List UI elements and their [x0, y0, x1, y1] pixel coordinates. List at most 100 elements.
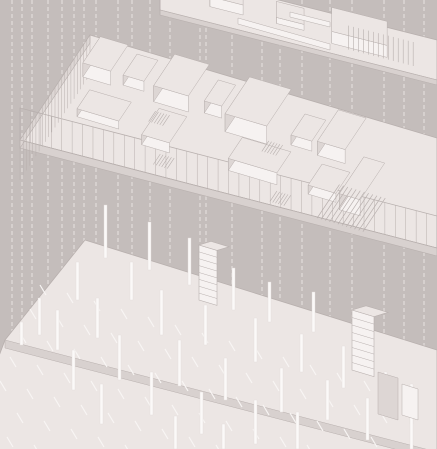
seating-row	[320, 185, 344, 220]
stair-tread	[164, 157, 172, 168]
parking-line	[53, 396, 61, 408]
structural-column	[37, 297, 42, 336]
structural-column	[173, 415, 178, 449]
stair-tread	[272, 191, 280, 203]
parking-line	[171, 404, 179, 416]
core-tower-floorline	[198, 258, 218, 265]
structural-column	[71, 349, 76, 391]
seating-row	[350, 194, 374, 229]
stair-tread	[155, 154, 164, 166]
upper-block-top	[82, 36, 129, 72]
stair-tread	[159, 114, 168, 126]
stair-tread	[153, 112, 162, 124]
parking-line	[39, 284, 47, 296]
structural-column	[231, 267, 236, 311]
parking-line	[235, 396, 243, 408]
core-tower-floorline	[198, 279, 218, 286]
structural-column	[55, 309, 60, 351]
parking-line	[83, 324, 91, 336]
stair-tread	[153, 153, 161, 165]
stair-tread	[264, 141, 272, 153]
stair-tread	[161, 156, 169, 168]
stair-tread	[166, 157, 175, 169]
ramp-element	[401, 383, 419, 421]
parking-line	[282, 356, 290, 368]
parking-line	[66, 292, 74, 304]
stair-tread	[269, 190, 278, 202]
stair-tread	[267, 142, 275, 154]
stair-tread	[283, 195, 292, 206]
parking-line	[107, 412, 115, 424]
parking-line	[188, 436, 196, 448]
parking-line	[80, 404, 88, 416]
stair-tread	[148, 110, 156, 122]
parking-line	[316, 420, 324, 432]
parking-line	[370, 436, 378, 448]
upper-block-top	[316, 109, 367, 150]
parking-line	[289, 412, 297, 424]
parking-line	[70, 428, 78, 440]
structural-column	[365, 397, 370, 441]
seating-row	[316, 184, 340, 219]
upper-floor-layer	[19, 34, 437, 257]
upper-block-top	[203, 79, 237, 107]
parking-line	[137, 340, 145, 352]
seating-row	[337, 190, 361, 225]
structural-column	[223, 357, 228, 401]
parking-line	[117, 388, 125, 400]
parking-line	[262, 404, 270, 416]
parking-line	[29, 308, 37, 320]
parking-line	[154, 372, 162, 384]
structural-column	[253, 317, 258, 363]
seating-row	[345, 192, 369, 227]
stair-tread	[277, 193, 286, 205]
structural-column	[117, 334, 122, 381]
seating-row	[329, 188, 353, 223]
parking-line	[343, 428, 351, 440]
core-tower-top	[350, 305, 390, 317]
parking-line	[147, 316, 155, 328]
structural-column	[19, 321, 24, 346]
core-tower-top	[197, 241, 231, 251]
core-tower-floorline	[351, 324, 375, 332]
parking-line	[127, 364, 135, 376]
stair-tread	[275, 192, 283, 204]
structural-column	[221, 423, 226, 449]
structural-column	[99, 383, 104, 425]
seating-row	[354, 195, 378, 230]
seating-row	[341, 191, 365, 226]
parking-line	[309, 364, 317, 376]
roof-level-layer	[159, 0, 437, 86]
parking-line	[46, 340, 54, 352]
core-tower-floorline	[198, 286, 218, 292]
parking-line	[6, 436, 14, 448]
core-tower-floorline	[351, 347, 375, 355]
structural-column	[325, 379, 330, 421]
ramp-element	[377, 371, 399, 421]
parking-line	[9, 356, 17, 368]
stair-tread	[272, 144, 281, 155]
upper-block-top	[290, 113, 327, 142]
upper-block-top	[224, 76, 292, 127]
facade-frame	[19, 107, 437, 249]
upper-block-top	[338, 156, 386, 201]
core-tower-floorline	[198, 251, 218, 258]
parking-line	[174, 324, 182, 336]
parking-line	[90, 380, 98, 392]
parking-line	[124, 444, 129, 449]
parking-line	[33, 444, 38, 449]
structural-column	[149, 371, 154, 416]
parking-line	[0, 380, 7, 392]
core-tower-floorline	[351, 339, 375, 347]
seating-row	[362, 197, 386, 232]
parking-line	[63, 372, 71, 384]
stair-tread	[151, 111, 159, 123]
parking-line	[208, 388, 216, 400]
parking-line	[181, 380, 189, 392]
parking-line	[161, 428, 169, 440]
structural-column	[299, 333, 304, 373]
parking-line	[100, 356, 108, 368]
core-tower-floorline	[198, 272, 218, 279]
core-tower-floorline	[198, 292, 218, 299]
